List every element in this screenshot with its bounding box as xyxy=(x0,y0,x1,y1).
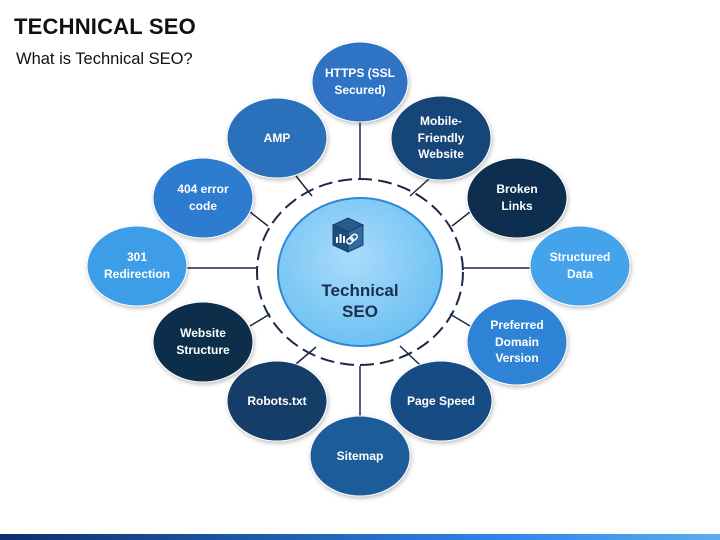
connector-mobile-friendly xyxy=(409,177,431,197)
connector-robots xyxy=(295,346,317,365)
box-link-icon xyxy=(331,217,365,253)
connector-preferred-domain xyxy=(449,313,471,327)
node-https xyxy=(311,41,409,123)
node-page-speed xyxy=(389,360,493,442)
node-mobile-friendly xyxy=(390,95,492,181)
node-broken-links xyxy=(466,157,568,239)
page-subtitle: What is Technical SEO? xyxy=(16,50,193,68)
dashed-ring xyxy=(256,178,464,366)
node-amp xyxy=(226,97,328,179)
node-structured-data xyxy=(529,225,631,307)
connector-website-structure xyxy=(249,313,271,327)
node-website-structure xyxy=(152,301,254,383)
connector-amp xyxy=(295,175,313,197)
connector-404-error xyxy=(249,211,269,227)
connector-page-speed xyxy=(399,345,421,366)
connector-lines xyxy=(187,122,530,416)
node-redirection xyxy=(86,225,188,307)
node-preferred-domain xyxy=(466,298,568,386)
page-title: TECHNICAL SEO xyxy=(14,14,196,39)
node-404-error xyxy=(152,157,254,239)
node-robots xyxy=(226,360,328,442)
node-sitemap xyxy=(309,415,411,497)
center-circle xyxy=(277,197,443,347)
connector-broken-links xyxy=(451,211,471,227)
bottom-accent-bar xyxy=(0,534,720,540)
center-label: Technical SEO xyxy=(321,281,399,322)
